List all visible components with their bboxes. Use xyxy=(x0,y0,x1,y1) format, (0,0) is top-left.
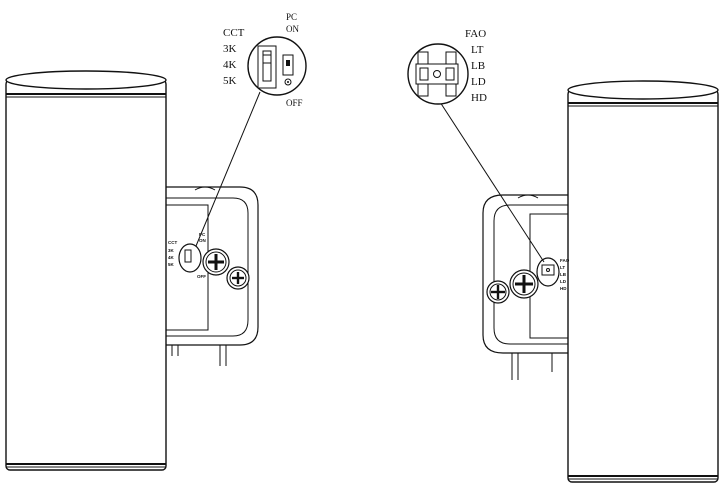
cct-option-4k: 4K xyxy=(223,59,237,71)
svg-text:CCT: CCT xyxy=(168,240,177,245)
svg-text:5K: 5K xyxy=(168,262,175,267)
mode-option-hd: HD xyxy=(471,92,487,104)
svg-text:4K: 4K xyxy=(168,255,175,260)
mode-option-ld: LD xyxy=(471,76,486,88)
right-callout: FAO LT LB LD HD xyxy=(407,28,487,105)
right-switch-small: FAO LT LB LD HD xyxy=(536,257,570,291)
left-leader-line xyxy=(195,91,261,247)
mode-dip-switch xyxy=(415,51,459,97)
cct-slide-switch xyxy=(257,45,277,89)
left-switch-small: CCT 3K 4K 5K PC ON OFF xyxy=(168,232,206,279)
mode-option-lb: LB xyxy=(471,60,485,72)
cct-option-3k: 3K xyxy=(223,43,237,55)
right-screw-front xyxy=(509,269,539,299)
cct-label: CCT xyxy=(223,27,245,39)
right-screw-side xyxy=(486,280,510,304)
on-label: ON xyxy=(286,24,299,34)
svg-text:FAO: FAO xyxy=(560,258,570,263)
mode-option-lt: LT xyxy=(471,44,484,56)
pc-label: PC xyxy=(286,12,297,22)
left-screw-front xyxy=(202,248,230,276)
svg-text:LD: LD xyxy=(560,279,567,284)
pc-slide-switch xyxy=(282,54,294,76)
left-cylinder xyxy=(5,70,167,471)
left-callout-circle xyxy=(247,36,307,96)
right-fixture: FAO LT LB LD HD xyxy=(439,80,719,483)
mode-option-fao: FAO xyxy=(465,28,486,40)
svg-text:LB: LB xyxy=(560,272,567,277)
off-label: OFF xyxy=(286,98,303,108)
svg-text:LT: LT xyxy=(560,265,565,270)
left-screw-side xyxy=(226,266,250,290)
right-leader-line xyxy=(439,101,545,263)
left-fixture: CCT 3K 4K 5K PC ON OFF xyxy=(5,70,261,471)
svg-text:3K: 3K xyxy=(168,248,175,253)
svg-text:OFF: OFF xyxy=(197,274,206,279)
off-dot xyxy=(284,78,292,86)
right-callout-circle xyxy=(407,43,469,105)
left-callout: CCT 3K 4K 5K PC ON OFF xyxy=(223,12,307,108)
svg-text:ON: ON xyxy=(199,238,206,243)
right-cylinder xyxy=(567,80,719,483)
cct-option-5k: 5K xyxy=(223,75,237,87)
svg-text:PC: PC xyxy=(199,232,206,237)
svg-text:HD: HD xyxy=(560,286,567,291)
